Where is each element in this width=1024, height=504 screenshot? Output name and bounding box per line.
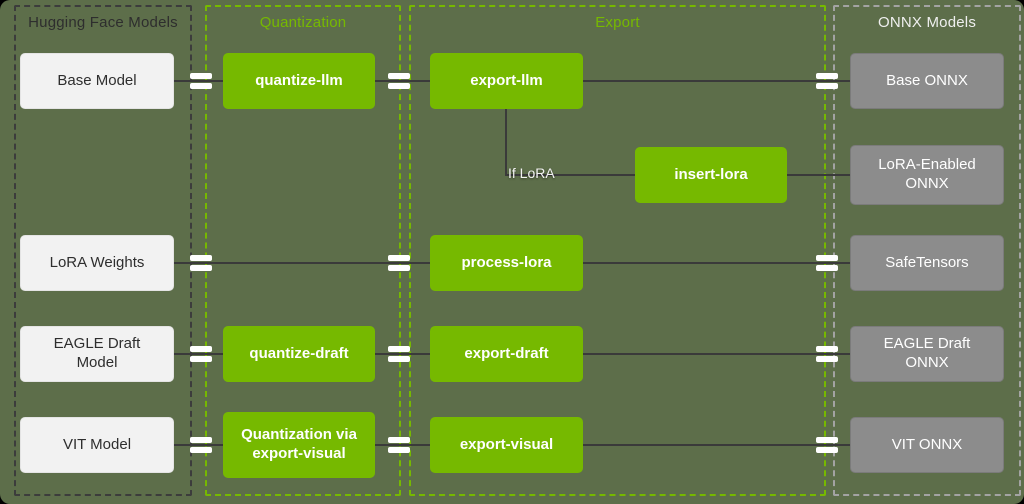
node-eagle-draft-onnx: EAGLE Draft ONNX	[850, 326, 1004, 382]
lane-export: Export	[409, 5, 826, 496]
lane-title-onnx-models: ONNX Models	[877, 14, 977, 31]
edge-if-lora-to-insert-lora	[505, 174, 635, 176]
connector-marker	[816, 437, 838, 453]
connector-marker	[190, 255, 212, 271]
connector-marker	[190, 437, 212, 453]
edge-base-model-to-quantize-llm	[174, 80, 223, 82]
node-vit-onnx: VIT ONNX	[850, 417, 1004, 473]
edge-quantize-llm-to-export-llm	[375, 80, 430, 82]
edge-export-draft-to-eagle-onnx	[583, 353, 850, 355]
edge-export-llm-to-base-onnx	[583, 80, 850, 82]
node-vit-model: VIT Model	[20, 417, 174, 473]
node-eagle-draft-model: EAGLE Draft Model	[20, 326, 174, 382]
node-base-onnx: Base ONNX	[850, 53, 1004, 109]
node-export-visual: export-visual	[430, 417, 583, 473]
edge-process-lora-to-safetensors	[583, 262, 850, 264]
connector-marker	[816, 73, 838, 89]
node-quantize-draft: quantize-draft	[223, 326, 375, 382]
connector-marker	[190, 346, 212, 362]
connector-marker	[816, 346, 838, 362]
edge-label-if-lora: If LoRA	[508, 165, 555, 181]
connector-marker	[388, 346, 410, 362]
edge-vit-model-to-quantize-visual	[174, 444, 223, 446]
edge-lora-weights-to-process-lora	[174, 262, 430, 264]
node-lora-weights: LoRA Weights	[20, 235, 174, 291]
lane-quantization: Quantization	[205, 5, 401, 496]
node-safetensors: SafeTensors	[850, 235, 1004, 291]
edge-insert-lora-to-lora-enabled-onnx	[787, 174, 850, 176]
lane-onnx-models: ONNX Models	[833, 5, 1021, 496]
node-quantization-via-export-visual: Quantization via export-visual	[223, 412, 375, 478]
lane-huggingface-models: Hugging Face Models	[14, 5, 192, 496]
node-process-lora: process-lora	[430, 235, 583, 291]
connector-marker	[190, 73, 212, 89]
lane-title-huggingface-models: Hugging Face Models	[28, 14, 178, 31]
node-lora-enabled-onnx: LoRA-Enabled ONNX	[850, 145, 1004, 205]
edge-eagle-model-to-quantize-draft	[174, 353, 223, 355]
connector-marker	[388, 437, 410, 453]
edge-export-visual-to-vit-onnx	[583, 444, 850, 446]
node-insert-lora: insert-lora	[635, 147, 787, 203]
node-export-llm: export-llm	[430, 53, 583, 109]
node-base-model: Base Model	[20, 53, 174, 109]
edge-quantize-visual-to-export-visual	[375, 444, 430, 446]
connector-marker	[816, 255, 838, 271]
lane-title-export: Export	[595, 14, 640, 31]
connector-marker	[388, 73, 410, 89]
lane-title-quantization: Quantization	[259, 14, 347, 31]
connector-marker	[388, 255, 410, 271]
node-quantize-llm: quantize-llm	[223, 53, 375, 109]
node-export-draft: export-draft	[430, 326, 583, 382]
edge-quantize-draft-to-export-draft	[375, 353, 430, 355]
edge-export-llm-branch-vertical	[505, 109, 507, 176]
